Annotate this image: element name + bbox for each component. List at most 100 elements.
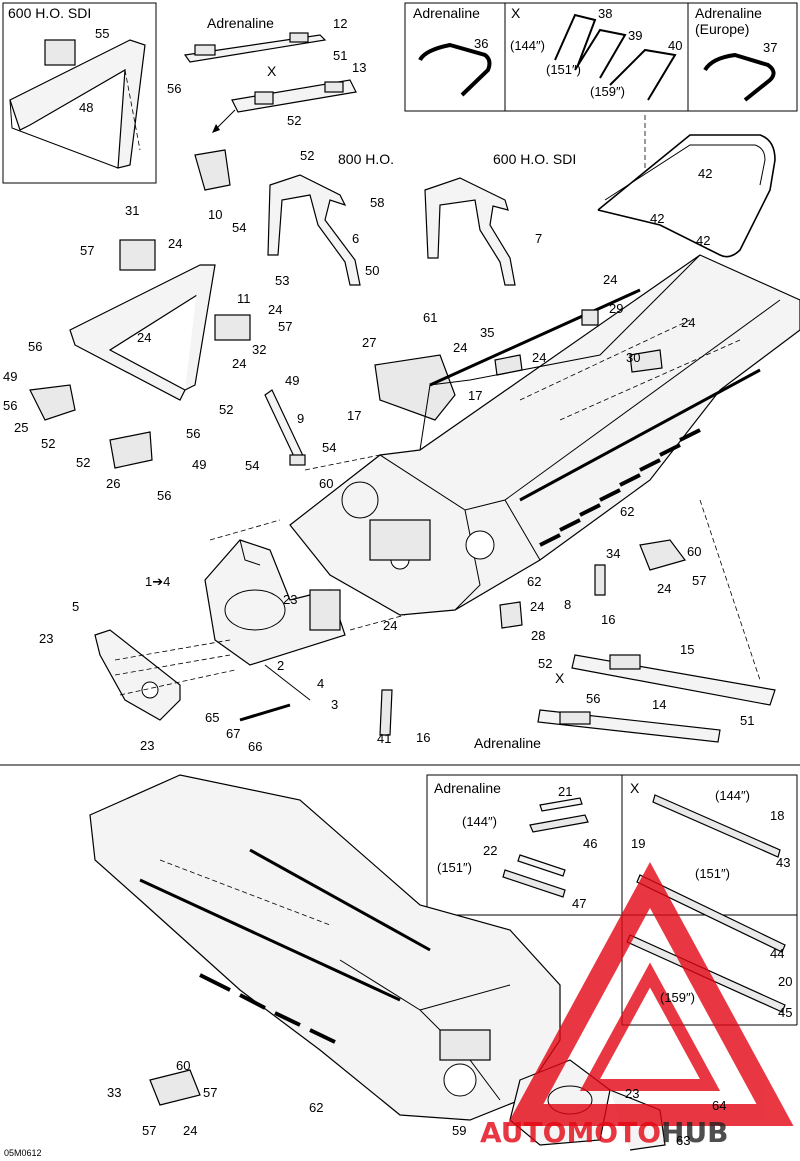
part-number-19: 19 xyxy=(631,836,645,851)
part-number-52e: 52 xyxy=(76,455,90,470)
part-number-67: 67 xyxy=(226,726,240,741)
part-27-bracket xyxy=(374,354,456,421)
watermark-brand-text: AUTOMOTOHUB xyxy=(480,1116,729,1149)
part-number-2: 2 xyxy=(277,658,284,673)
part-number-23d: 23 xyxy=(625,1086,639,1101)
part-46-runner xyxy=(529,814,589,833)
part-36-bumper xyxy=(418,42,492,97)
part-number-28: 28 xyxy=(531,628,545,643)
part-number-24b: 24 xyxy=(268,302,282,317)
part-8-bracket xyxy=(594,564,606,596)
part-number-30: 30 xyxy=(626,350,640,365)
part-28-bracket xyxy=(499,601,523,629)
caption-len159-c: (159″) xyxy=(660,990,695,1005)
part-25-bracket xyxy=(29,384,76,421)
part-48-frame xyxy=(9,39,146,169)
inset-box-runners xyxy=(426,774,798,916)
part-number-24e: 24 xyxy=(453,340,467,355)
part-number-57d: 57 xyxy=(203,1085,217,1100)
part-number-26: 26 xyxy=(106,476,120,491)
part-number-22: 22 xyxy=(483,843,497,858)
part-number-57a: 57 xyxy=(80,243,94,258)
part-number-25: 25 xyxy=(14,420,28,435)
part-number-13: 13 xyxy=(352,60,366,75)
part-number-17a: 17 xyxy=(468,388,482,403)
part-number-56f: 56 xyxy=(586,691,600,706)
part-number-51a: 51 xyxy=(333,48,347,63)
part-number-52d: 52 xyxy=(219,402,233,417)
caption-adrenaline-europe: Adrenaline xyxy=(695,5,762,21)
part-number-61: 61 xyxy=(423,310,437,325)
part-number-32: 32 xyxy=(252,342,266,357)
part-43-runner xyxy=(652,794,781,858)
caption-europe: (Europe) xyxy=(695,21,749,37)
figure-code: 05M0612 xyxy=(4,1148,42,1158)
part-number-3: 3 xyxy=(331,697,338,712)
caption-bottom-adrenaline: Adrenaline xyxy=(434,780,501,796)
part-number-6: 6 xyxy=(352,231,359,246)
part-number-24k: 24 xyxy=(383,618,397,633)
part-number-59: 59 xyxy=(452,1123,466,1138)
part-number-23c: 23 xyxy=(140,738,154,753)
part-number-33: 33 xyxy=(107,1085,121,1100)
inset-box-bumpers xyxy=(404,2,798,112)
part-number-51b: 51 xyxy=(740,713,754,728)
part-number-5: 5 xyxy=(72,599,79,614)
part-number-8: 8 xyxy=(564,597,571,612)
caption-800ho: 800 H.O. xyxy=(338,151,394,167)
caption-adrenaline-12: Adrenaline xyxy=(207,15,274,31)
part-number-64: 64 xyxy=(712,1098,726,1113)
part-number-62a: 62 xyxy=(620,504,634,519)
part-5-side-bracket xyxy=(94,629,181,721)
part-number-62b: 62 xyxy=(527,574,541,589)
part-number-39: 39 xyxy=(628,28,642,43)
part-number-56b: 56 xyxy=(28,339,42,354)
part-number-24j: 24 xyxy=(530,599,544,614)
part-34-bracket xyxy=(639,539,687,571)
part-number-43: 43 xyxy=(776,855,790,870)
part-39-bumper xyxy=(574,28,627,79)
part-number-29: 29 xyxy=(609,301,623,316)
part-number-42c: 42 xyxy=(696,233,710,248)
part-33-bracket xyxy=(149,1069,201,1106)
part-number-66: 66 xyxy=(248,739,262,754)
part-40-bumper xyxy=(609,48,677,101)
part-number-44: 44 xyxy=(770,946,784,961)
caption-ref-1-4: 1➔4 xyxy=(145,574,170,589)
part-10-bracket xyxy=(194,149,231,191)
caption-600ho-sdi-mid: 600 H.O. SDI xyxy=(493,151,576,167)
caption-len144-c: (144″) xyxy=(715,788,750,803)
part-9-rod xyxy=(264,389,306,466)
part-number-42a: 42 xyxy=(698,166,712,181)
part-number-50: 50 xyxy=(365,263,379,278)
caption-x-15: X xyxy=(555,670,565,686)
part-number-35: 35 xyxy=(480,325,494,340)
part-number-42b: 42 xyxy=(650,211,664,226)
part-number-60b: 60 xyxy=(687,544,701,559)
part-number-47: 47 xyxy=(572,896,586,911)
part-number-54c: 54 xyxy=(245,458,259,473)
part-number-57e: 57 xyxy=(142,1123,156,1138)
part-number-54b: 54 xyxy=(322,440,336,455)
part-number-24l: 24 xyxy=(183,1123,197,1138)
part-number-37: 37 xyxy=(763,40,777,55)
part-number-49a: 49 xyxy=(3,369,17,384)
part-number-62c: 62 xyxy=(309,1100,323,1115)
caption-len144-a: (144″) xyxy=(510,38,545,53)
part-number-31: 31 xyxy=(125,203,139,218)
part-number-14: 14 xyxy=(652,697,666,712)
part-number-18: 18 xyxy=(770,808,784,823)
part-number-52f: 52 xyxy=(538,656,552,671)
part-number-41: 41 xyxy=(377,731,391,746)
part-number-57b: 57 xyxy=(278,319,292,334)
part-11-a-frame xyxy=(69,239,251,401)
part-number-36: 36 xyxy=(474,36,488,51)
part-number-24f: 24 xyxy=(532,350,546,365)
part-32-bracket xyxy=(214,314,251,341)
part-number-48: 48 xyxy=(79,100,93,115)
caption-len159-a: (159″) xyxy=(590,84,625,99)
caption-len151-a: (151″) xyxy=(546,62,581,77)
part-number-7: 7 xyxy=(535,231,542,246)
part-number-55: 55 xyxy=(95,26,109,41)
